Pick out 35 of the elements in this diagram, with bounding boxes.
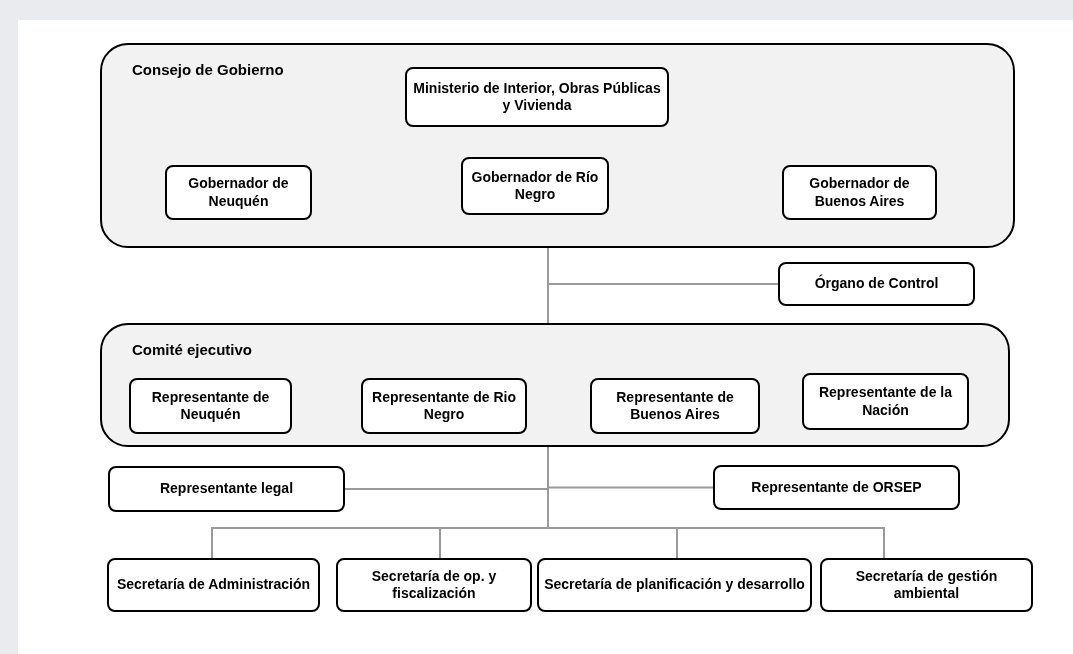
org-box [165,165,312,220]
org-box [108,466,345,512]
org-box [802,373,969,430]
org-box [713,465,960,510]
box-label: Representante de Neuquén [150,388,271,424]
box-label: Representante legal [159,480,294,498]
group-panel [100,43,1015,248]
box-label: Ministerio de Interior, Obras Públicas y Vivienda [412,79,662,115]
org-box [782,165,937,220]
box-label: Órgano de Control [814,275,939,293]
box-label: Secretaría de op. y fiscalización [370,567,498,603]
box-label: Secretaría de gestión ambiental [854,567,999,603]
org-box [778,262,975,306]
org-box [361,378,527,434]
box-label: Gobernador de Buenos Aires [808,175,911,210]
org-box [461,157,609,215]
box-label: Representante de Rio Negro [371,388,517,424]
box-label: Representante de Buenos Aires [615,388,735,424]
org-box [590,378,760,434]
org-box [537,558,812,612]
group-title: Comité ejecutivo [132,341,253,360]
box-label: Representante de ORSEP [751,478,922,497]
box-label: Gobernador de Río Negro [470,168,600,204]
org-box [336,558,532,612]
org-box [107,558,320,612]
org-box [405,67,669,127]
connector-line [547,247,779,285]
org-box [129,378,292,434]
group-title: Consejo de Gobierno [132,61,284,80]
box-label: Secretaría de Administración [116,576,311,594]
box-label: Gobernador de Neuquén [187,175,290,210]
box-label: Representante de la Nación [817,384,954,419]
org-box [820,558,1033,612]
box-label: Secretaría de planificación y desarrollo [544,576,805,594]
group-panel [100,323,1010,447]
